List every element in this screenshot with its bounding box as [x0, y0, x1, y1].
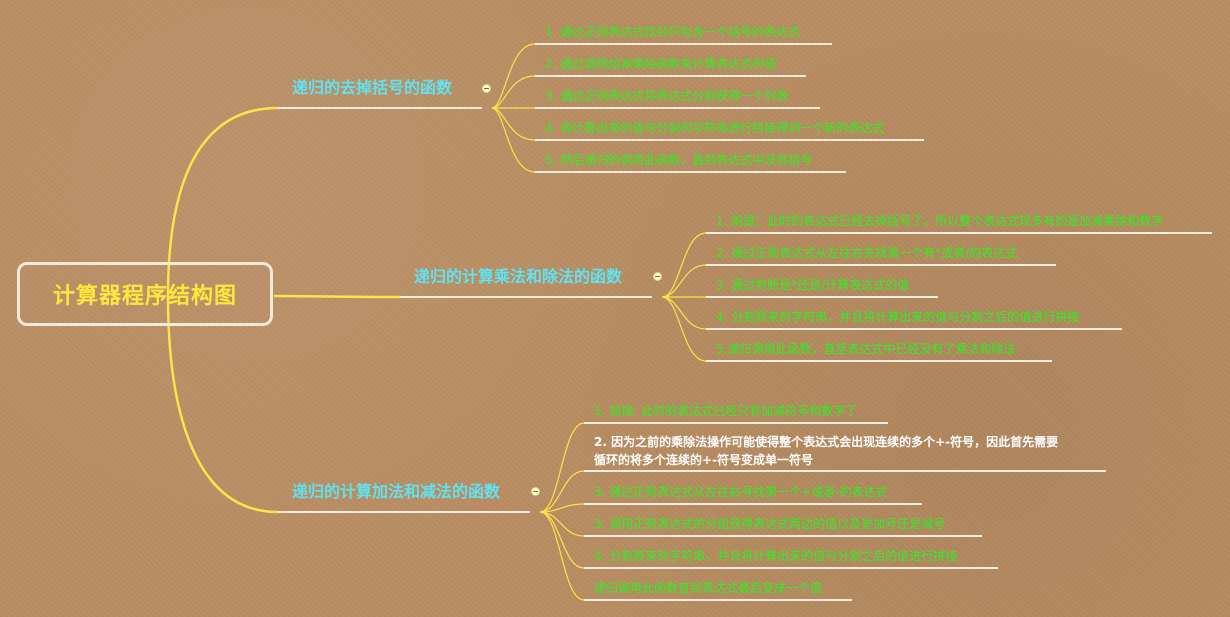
collapse-toggle-branch-3[interactable]: [531, 487, 540, 496]
root-to-branch-1-connector: [166, 106, 280, 298]
root-node[interactable]: 计算器程序结构图: [17, 262, 273, 326]
root-to-branch-3-connector: [166, 294, 280, 514]
leaf-node[interactable]: 2. 通过正则表达式从左往右先找第一个有*或者/的表达式: [716, 246, 1018, 260]
leaf-node[interactable]: 3. 调用正则表达式的分组获得表达式两边的值以及是加号还是减号: [594, 517, 946, 531]
leaf-node[interactable]: 3. 通过正则表达式将表达式分割获得一个列表: [545, 89, 789, 103]
collapse-toggle-branch-2[interactable]: [653, 272, 662, 281]
leaf-node[interactable]: 递归调用此函数直到表达式最后变成一个值: [594, 581, 823, 595]
leaf-node[interactable]: 1. 通过正则表达式找到只包含一个括号的表达式: [545, 25, 801, 39]
branch-title: 递归的计算乘法和除法的函数: [414, 267, 623, 286]
branch-title: 递归的计算加法和减法的函数: [292, 482, 501, 501]
branch-node-remove-brackets[interactable]: 递归的去掉括号的函数: [292, 78, 452, 98]
leaf-node[interactable]: 4. 分割原来的字符串，并且将计算出来的值与分割之后的值进行拼接: [594, 549, 958, 563]
branch-title: 递归的去掉括号的函数: [292, 78, 453, 97]
leaf-node[interactable]: 2. 通过调用加减乘除函数来计算表达式的值: [545, 57, 777, 71]
leaf-node[interactable]: 5. 然后递归的调用此函数，直到表达式中没有括号: [545, 153, 813, 167]
leaf-node[interactable]: 1. 前提：此时的表达式已经去掉括号了，所以整个表达式现多有的是加减乘除和数字: [716, 214, 1164, 228]
root-title: 计算器程序结构图: [52, 284, 237, 309]
leaf-node[interactable]: 4. 分割原来的字符串，并且将计算出来的值与分割之后的值进行拼接: [716, 310, 1080, 324]
leaf-node[interactable]: 4. 将计算出来的值与分割的字符串进行拼接得到一个新的表达式: [545, 121, 885, 135]
leaf-node[interactable]: 2. 因为之前的乘除法操作可能使得整个表达式会出现连续的多个+-符号，因此首先需…: [594, 435, 1059, 449]
leaf-node[interactable]: 3. 通过正则表达式从左往右寻找第一个+或者-的表达式: [594, 485, 888, 499]
root-to-branch-2-connector: [273, 294, 402, 299]
leaf-node[interactable]: 5.递归调用此函数，直至表达式中已经没有了乘法和除法: [716, 342, 1016, 356]
branch-node-multiply-divide[interactable]: 递归的计算乘法和除法的函数: [414, 267, 622, 287]
collapse-toggle-branch-1[interactable]: [482, 84, 491, 93]
leaf-node[interactable]: 3. 通过判断是*还是/计算表达式的值: [716, 278, 910, 292]
leaf-node-continuation[interactable]: 循环的将多个连续的+-符号变成单一符号: [594, 453, 814, 467]
branch-node-add-subtract[interactable]: 递归的计算加法和减法的函数: [292, 482, 500, 502]
leaf-node[interactable]: 1. 前提: 此时的表达式已经只有加减符号和数字了: [594, 404, 858, 418]
